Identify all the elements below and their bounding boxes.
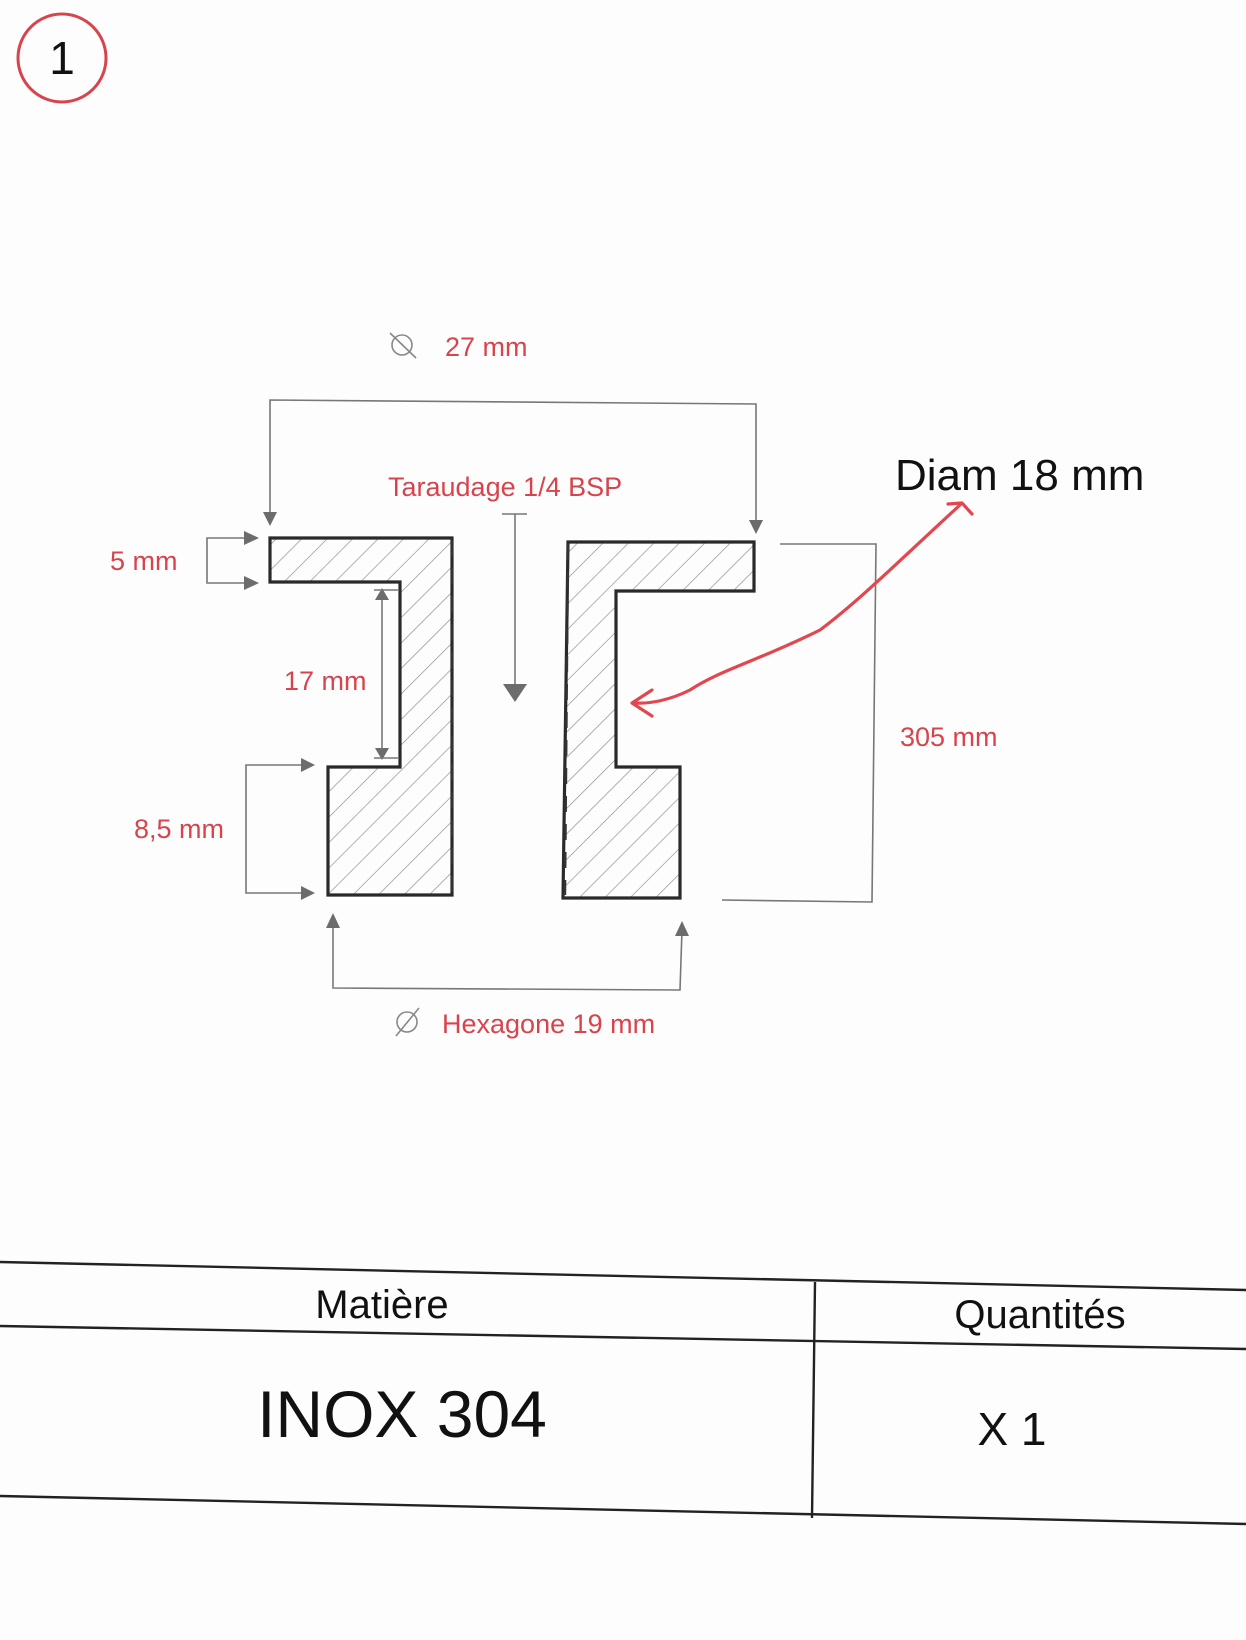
hexagon-label: Hexagone 19 mm xyxy=(442,1009,655,1039)
bottom-height-dimension: 8,5 mm xyxy=(134,758,315,900)
table-header-material: Matière xyxy=(315,1283,448,1327)
section-left-half xyxy=(268,536,454,897)
top-thickness-dimension: 5 mm xyxy=(110,531,259,590)
sheet-number-badge: 1 xyxy=(16,12,108,104)
bore-diameter-callout: Diam 18 mm xyxy=(630,451,1144,718)
sheet-number: 1 xyxy=(49,32,75,84)
table-cell-quantity: X 1 xyxy=(977,1403,1046,1455)
title-block-table: Matière Quantités INOX 304 X 1 xyxy=(0,1260,1246,1526)
total-length-dimension: 305 mm xyxy=(721,543,998,903)
table-header-quantity: Quantités xyxy=(954,1293,1125,1337)
bore-diameter-label: Diam 18 mm xyxy=(895,451,1144,500)
total-length-label: 305 mm xyxy=(900,722,998,752)
top-thickness-label: 5 mm xyxy=(110,546,178,576)
section-right-half xyxy=(561,540,756,900)
hexagon-dimension: Hexagone 19 mm xyxy=(326,913,689,1039)
centerline-right xyxy=(563,543,570,896)
outer-diameter-label: 27 mm xyxy=(445,332,528,362)
table-cell-material: INOX 304 xyxy=(257,1377,547,1451)
bottom-height-label: 8,5 mm xyxy=(134,814,224,844)
thread-label: Taraudage 1/4 BSP xyxy=(388,472,622,502)
outer-diameter-dimension: 27 mm xyxy=(263,332,763,534)
groove-height-dimension: 17 mm xyxy=(284,588,398,760)
thread-dimension: Taraudage 1/4 BSP xyxy=(388,472,622,702)
groove-height-label: 17 mm xyxy=(284,666,367,696)
